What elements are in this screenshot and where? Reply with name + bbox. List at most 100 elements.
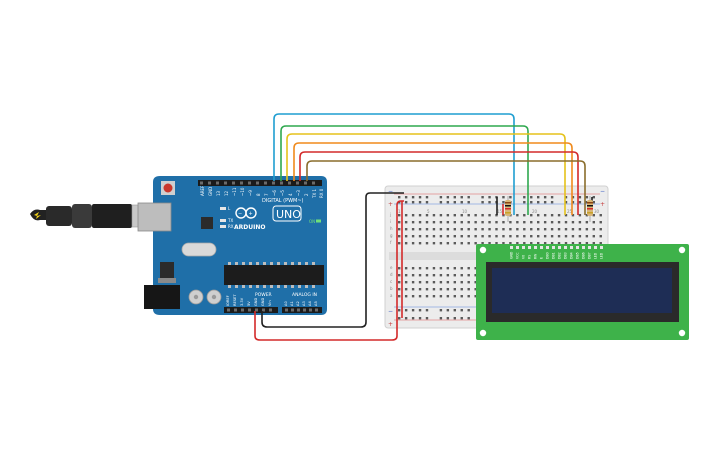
breadboard-hole[interactable]: [425, 317, 429, 320]
breadboard-hole[interactable]: [425, 309, 429, 312]
breadboard-hole[interactable]: [418, 281, 422, 284]
breadboard-hole[interactable]: [509, 221, 512, 224]
breadboard-hole[interactable]: [502, 242, 505, 245]
lcd-pin[interactable]: [600, 246, 603, 249]
breadboard-hole[interactable]: [398, 295, 401, 298]
breadboard-hole[interactable]: [578, 221, 582, 224]
breadboard-hole[interactable]: [425, 274, 429, 277]
wire-5v-red[interactable]: [254, 200, 404, 341]
resistor-2[interactable]: [587, 196, 593, 222]
breadboard-hole[interactable]: [516, 235, 519, 238]
breadboard-hole[interactable]: [418, 214, 422, 217]
breadboard-hole[interactable]: [557, 221, 561, 224]
breadboard-hole[interactable]: [404, 228, 408, 231]
breadboard-hole[interactable]: [453, 309, 456, 312]
breadboard-hole[interactable]: [439, 288, 443, 291]
breadboard-hole[interactable]: [543, 242, 547, 245]
breadboard-hole[interactable]: [571, 228, 575, 231]
breadboard-hole[interactable]: [439, 235, 443, 238]
breadboard-hole[interactable]: [592, 214, 595, 217]
breadboard-hole[interactable]: [418, 309, 422, 312]
breadboard-hole[interactable]: [537, 214, 540, 217]
breadboard-hole[interactable]: [453, 267, 456, 270]
breadboard-hole[interactable]: [502, 221, 505, 224]
breadboard-hole[interactable]: [523, 201, 526, 204]
breadboard-hole[interactable]: [411, 201, 415, 204]
breadboard-hole[interactable]: [418, 295, 422, 298]
breadboard-hole[interactable]: [571, 196, 575, 199]
breadboard-hole[interactable]: [578, 242, 582, 245]
breadboard-hole[interactable]: [446, 317, 450, 320]
lcd-pin[interactable]: [576, 246, 579, 249]
breadboard-hole[interactable]: [474, 214, 477, 217]
breadboard-hole[interactable]: [467, 221, 470, 224]
breadboard-hole[interactable]: [495, 228, 498, 231]
lcd-pin[interactable]: [570, 246, 573, 249]
breadboard-hole[interactable]: [530, 201, 533, 204]
breadboard-hole[interactable]: [411, 235, 415, 238]
breadboard-hole[interactable]: [599, 221, 602, 224]
breadboard-hole[interactable]: [530, 242, 533, 245]
breadboard-hole[interactable]: [530, 235, 533, 238]
breadboard-hole[interactable]: [557, 228, 561, 231]
breadboard-hole[interactable]: [599, 214, 602, 217]
breadboard-hole[interactable]: [398, 281, 401, 284]
breadboard-hole[interactable]: [411, 309, 415, 312]
breadboard-hole[interactable]: [537, 221, 540, 224]
breadboard-hole[interactable]: [516, 221, 519, 224]
breadboard-hole[interactable]: [488, 242, 491, 245]
breadboard-hole[interactable]: [439, 196, 443, 199]
breadboard-hole[interactable]: [592, 196, 595, 199]
breadboard-hole[interactable]: [523, 228, 526, 231]
breadboard-hole[interactable]: [599, 235, 602, 238]
breadboard-hole[interactable]: [398, 288, 401, 291]
breadboard-hole[interactable]: [411, 267, 415, 270]
breadboard-hole[interactable]: [481, 196, 484, 199]
breadboard-hole[interactable]: [530, 228, 533, 231]
breadboard-hole[interactable]: [564, 242, 568, 245]
breadboard-hole[interactable]: [537, 228, 540, 231]
breadboard-hole[interactable]: [578, 201, 582, 204]
breadboard-hole[interactable]: [404, 309, 408, 312]
breadboard-hole[interactable]: [439, 281, 443, 284]
breadboard-hole[interactable]: [411, 228, 415, 231]
breadboard-hole[interactable]: [557, 242, 561, 245]
breadboard-hole[interactable]: [543, 221, 547, 224]
wire-green[interactable]: [280, 125, 529, 215]
breadboard-hole[interactable]: [439, 267, 443, 270]
breadboard-hole[interactable]: [439, 274, 443, 277]
breadboard-hole[interactable]: [446, 196, 450, 199]
breadboard-hole[interactable]: [550, 201, 554, 204]
breadboard-hole[interactable]: [474, 242, 477, 245]
breadboard-hole[interactable]: [460, 214, 463, 217]
breadboard-hole[interactable]: [453, 235, 456, 238]
breadboard-hole[interactable]: [425, 196, 429, 199]
breadboard-hole[interactable]: [474, 267, 477, 270]
breadboard-hole[interactable]: [398, 242, 401, 245]
breadboard-hole[interactable]: [460, 281, 463, 284]
breadboard-hole[interactable]: [592, 228, 595, 231]
breadboard-hole[interactable]: [550, 242, 554, 245]
lcd-pin[interactable]: [594, 246, 597, 249]
breadboard-hole[interactable]: [453, 242, 456, 245]
breadboard-hole[interactable]: [453, 201, 456, 204]
breadboard-hole[interactable]: [495, 214, 498, 217]
breadboard-hole[interactable]: [488, 221, 491, 224]
breadboard-hole[interactable]: [411, 221, 415, 224]
breadboard-hole[interactable]: [467, 242, 470, 245]
breadboard-hole[interactable]: [592, 221, 595, 224]
breadboard-hole[interactable]: [481, 242, 484, 245]
breadboard-hole[interactable]: [599, 228, 602, 231]
breadboard-hole[interactable]: [460, 317, 463, 320]
breadboard-hole[interactable]: [509, 196, 512, 199]
breadboard-hole[interactable]: [446, 288, 450, 291]
breadboard-hole[interactable]: [460, 228, 463, 231]
breadboard-hole[interactable]: [488, 196, 491, 199]
breadboard-hole[interactable]: [404, 196, 408, 199]
breadboard-hole[interactable]: [474, 281, 477, 284]
breadboard-hole[interactable]: [564, 201, 568, 204]
breadboard-hole[interactable]: [453, 214, 456, 217]
breadboard-hole[interactable]: [502, 201, 505, 204]
breadboard-hole[interactable]: [543, 235, 547, 238]
breadboard-hole[interactable]: [425, 281, 429, 284]
